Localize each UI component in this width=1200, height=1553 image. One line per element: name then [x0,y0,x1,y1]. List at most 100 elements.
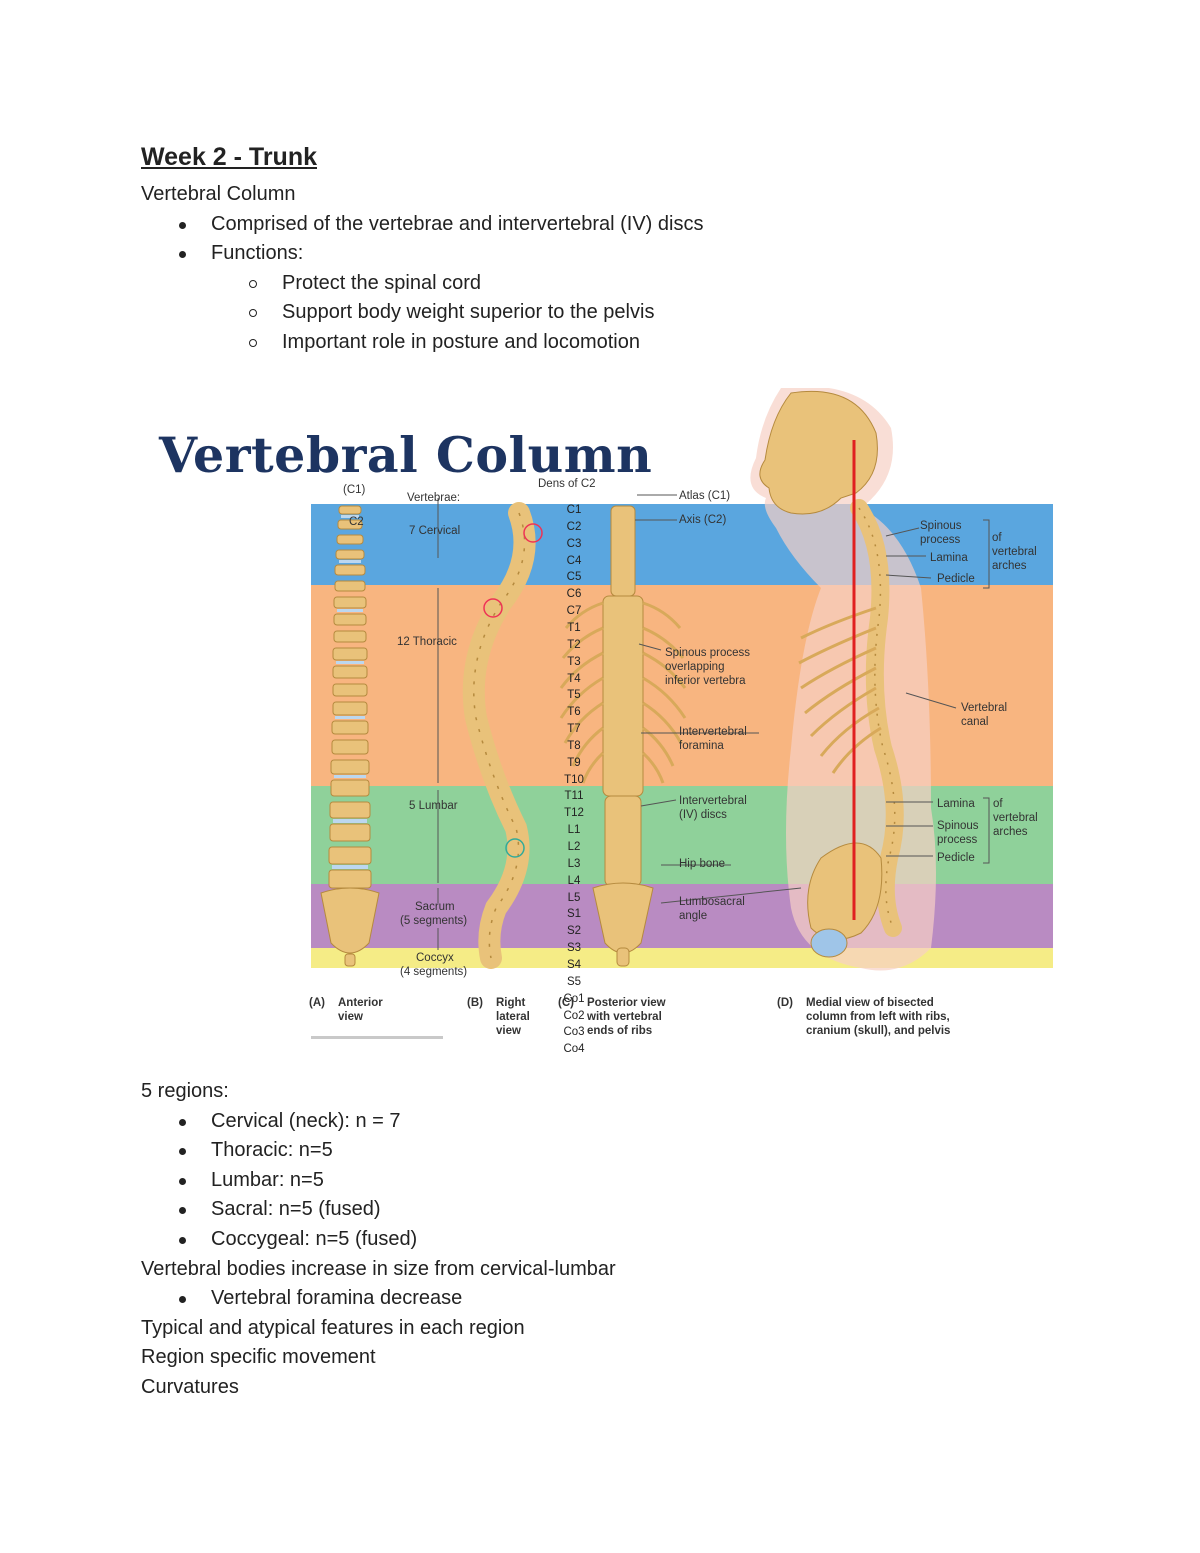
iv-discs-label: Intervertebral [679,795,747,807]
figure-title: Vertebral Column [159,426,653,484]
vertebral-column-figure: Vertebral Column (C1) C2 Vertebrae: 7 Ce… [141,388,1053,1055]
functions-sublist: Protect the spinal cord Support body wei… [141,269,1081,358]
caption-a: (A) [309,997,325,1009]
bullet-list: Comprised of the vertebrae and intervert… [141,210,1081,269]
vertebral-level-label: C1 [566,504,582,516]
vertebral-level-label: C5 [566,571,582,584]
vertebrae-heading: Vertebrae: [407,492,461,504]
paragraph-line: Vertebral bodies increase in size from c… [141,1257,616,1280]
vertebral-level-label: L3 [567,857,581,870]
vertebral-level-label: L4 [567,874,581,887]
copyright-notice [311,1036,443,1039]
vertebral-level-label: S4 [566,958,582,971]
spine-illustration [320,388,990,971]
axis-label: Axis (C2) [679,514,727,526]
spinous-process-label: process [920,534,961,546]
spinous-overlap-label: inferior vertebra [665,675,746,687]
vertebral-level-label: T5 [567,689,581,702]
coccyx-label: Coccyx [416,952,454,964]
caption-a: Anterior [338,997,383,1009]
list-item: Functions: [141,239,1081,269]
caption-b: (B) [467,997,483,1009]
list-item: Important role in posture and locomotion [141,328,1081,358]
page-title: Week 2 - Trunk [141,143,317,171]
sacrum-label: Sacrum [415,901,455,913]
caption-b: view [496,1025,521,1037]
vertebral-level-label: T3 [567,655,581,668]
lamina-label: Lamina [937,798,975,810]
caption-b: lateral [496,1011,530,1023]
list-item: Thoracic: n=5 [141,1136,1081,1166]
posterior-view-column [592,505,654,967]
vertebral-level-label: C2 [566,520,582,533]
vertebral-level-label: Co2 [563,1009,585,1022]
medial-view-body [750,388,936,971]
vertebral-level-label: T6 [567,706,581,719]
vertebral-level-label: C6 [566,588,582,601]
section-heading-vertebral-column: Vertebral Column [141,183,296,205]
caption-d: cranium (skull), and pelvis [806,1025,951,1037]
vertebral-canal-label: canal [961,716,989,728]
vertebral-level-label: L5 [567,891,581,904]
vertebral-level-label: S3 [566,942,582,955]
vertebral-level-label: T9 [567,756,581,769]
vertebral-level-label: Co4 [563,1043,585,1056]
pedicle-label: Pedicle [937,852,975,864]
caption-d: Medial view of bisected [806,997,934,1009]
caption-c: ends of ribs [587,1025,653,1037]
of-vertebral-arches-label: arches [992,560,1027,572]
cervical-label: 7 Cervical [409,525,461,537]
list-item: Lumbar: n=5 [141,1166,1081,1196]
coccyx-segments-label: (4 segments) [400,966,468,978]
vertebral-level-label: T12 [564,807,584,820]
vertebral-level-label: L2 [567,841,581,853]
vertebral-level-label: T10 [564,773,584,786]
caption-b: Right [496,997,526,1009]
caption-d: column from left with ribs, [806,1011,950,1023]
iv-foramina-label: Intervertebral [679,726,747,738]
vertebral-level-label: S5 [566,975,582,988]
vertebral-level-label: S2 [566,925,582,938]
thoracic-label: 12 Thoracic [397,636,457,648]
of-vertebral-arches-label: vertebral [992,546,1037,558]
c1-label: (C1) [343,484,366,496]
vertebral-level-label: T4 [567,672,581,685]
list-item: Comprised of the vertebrae and intervert… [141,210,1081,240]
vertebral-level-label: C7 [566,605,582,618]
list-item: Sacral: n=5 (fused) [141,1195,1081,1225]
list-item: Coccygeal: n=5 (fused) [141,1225,1081,1255]
paragraph-line: Region specific movement [141,1346,376,1369]
paragraph-line: Curvatures [141,1375,239,1398]
paragraph-line: Typical and atypical features in each re… [141,1316,525,1339]
vertebral-level-label: Co1 [563,992,585,1005]
pedicle-label: Pedicle [937,573,975,585]
spinous-overlap-label: Spinous process [665,647,751,659]
caption-c: with vertebral [587,1011,662,1023]
caption-d: (D) [777,997,793,1009]
spinous-overlap-label: overlapping [665,661,725,673]
caption-c: (C) [558,997,574,1009]
cervical-band [311,504,1053,585]
lumbosacral-label: Lumbosacral [679,896,745,908]
lumbar-label: 5 Lumbar [409,800,458,812]
atlas-label: Atlas (C1) [679,490,731,502]
regions-section: 5 regions: Cervical (neck): n = 7 Thorac… [141,1077,1081,1403]
spinous-process-label: Spinous [937,820,979,832]
sacrum-segments-label: (5 segments) [400,915,468,927]
list-item: Protect the spinal cord [141,269,1081,299]
document-body: Week 2 - Trunk Vertebral Column Comprise… [141,140,1081,358]
lamina-label: Lamina [930,552,968,564]
list-item: Support body weight superior to the pelv… [141,298,1081,328]
list-item: Vertebral foramina decrease [141,1284,1081,1314]
lateral-view-column [462,502,536,969]
list-item: Cervical (neck): n = 7 [141,1107,1081,1137]
vertebral-level-label: T8 [567,739,581,752]
vertebral-level-label: T7 [567,723,581,736]
caption-a: view [338,1011,363,1023]
vertebral-level-label: T11 [564,790,584,803]
hip-bone-label: Hip bone [679,858,726,870]
iv-discs-label: (IV) discs [679,809,727,821]
dens-label: Dens of C2 [538,478,596,490]
vertebral-canal-label: Vertebral [961,702,1008,714]
regions-list: Cervical (neck): n = 7 Thoracic: n=5 Lum… [141,1107,1081,1255]
